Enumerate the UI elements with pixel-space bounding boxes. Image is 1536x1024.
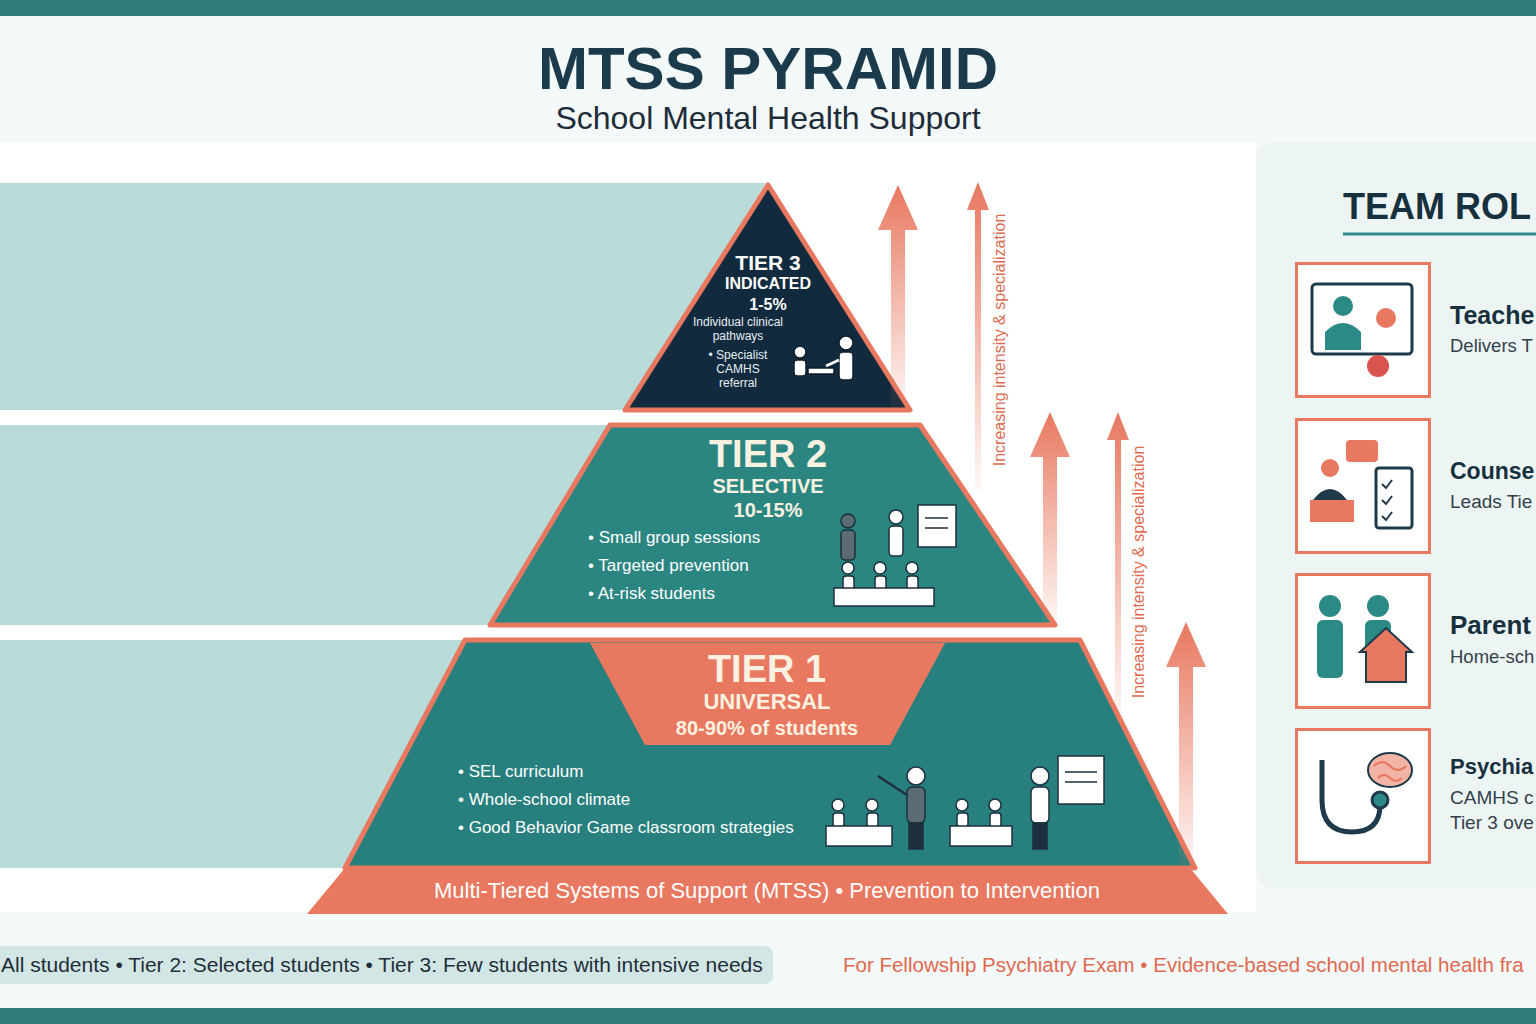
role-card: TeacheDelivers T [1295, 262, 1536, 398]
node-heading: Parent [1450, 611, 1531, 641]
node-text: UNIVERSAL [703, 689, 830, 714]
node-text: INDICATED [725, 275, 811, 293]
node-text: • At-risk students [588, 584, 715, 604]
arrow-label: Increasing intensity & specialization [1130, 446, 1148, 699]
node-text: Tier 3 ove [1450, 812, 1534, 834]
node-heading: Counse [1450, 458, 1534, 484]
tier1-trapezoid: TIER 1UNIVERSAL 80-90% of students • SEL c… [340, 636, 1200, 872]
team-panel: TeacheDelivers T CounseLeads TieParentHom… [1256, 142, 1536, 888]
role-card: PsychiaCAMHS c Tier 3 ove [1295, 728, 1536, 864]
node-text: • Specialist CAMHS referral [697, 349, 779, 390]
node-text: • Small group sessions [588, 528, 760, 548]
icon-frame [1295, 262, 1431, 398]
arrow-label: Increasing intensity & specialization [991, 214, 1009, 467]
content-panel [0, 142, 1256, 912]
node-heading: TIER 3 [735, 251, 800, 275]
up-arrow [1107, 412, 1129, 720]
subtitle: School Mental Health Support [555, 100, 980, 137]
node-text: SELECTIVE [712, 475, 823, 498]
node-text: • Targeted prevention [588, 556, 749, 576]
shape-fill [625, 185, 910, 410]
bottom-border [0, 1008, 1536, 1024]
node-heading: Psychia [1450, 754, 1533, 779]
base-band: Multi-Tiered Systems of Support (MTSS) •… [307, 868, 1228, 914]
tier3-triangle: TIER 3INDICATED 1-5% Individual clinical p… [618, 180, 918, 416]
node-text: 1-5% [749, 296, 786, 314]
role-card: CounseLeads Tie [1295, 418, 1536, 554]
node-heading: Multi-Tiered Systems of Support (MTSS) •… [434, 878, 1100, 903]
role-card: ParentHome-sch [1295, 573, 1536, 709]
page-title: MTSS PYRAMID [538, 34, 998, 103]
node-heading: TIER 2 [709, 433, 827, 477]
node-text: • Whole-school climate [458, 790, 630, 810]
node-text: 10-15% [734, 499, 803, 522]
icon-frame [1295, 573, 1431, 709]
top-border [0, 0, 1536, 16]
up-arrow [967, 182, 989, 490]
node-text: CAMHS c [1450, 787, 1533, 809]
node-heading: All students • Tier 2: Selected students… [1, 953, 763, 977]
node-heading: TEAM ROL [1343, 186, 1531, 227]
node-text: 80-90% of students [676, 717, 858, 740]
node-heading: TIER 1 [708, 648, 826, 692]
shape-fill [307, 868, 1228, 914]
tier2-trapezoid: TIER 2SELECTIVE10-15% • Small group sessi… [485, 420, 1060, 630]
icon-frame [1295, 418, 1431, 554]
shape-fill [490, 425, 1055, 625]
node-text: Individual clinical pathways [683, 316, 793, 344]
tier-summary-bar: All students • Tier 2: Selected students… [0, 946, 773, 984]
node-heading: • SEL curriculum [458, 762, 583, 782]
footer-note: For Fellowship Psychiatry Exam • Evidenc… [843, 953, 1524, 977]
node-text: Delivers T [1450, 335, 1533, 356]
node-text: Leads Tie [1450, 491, 1532, 513]
shape-fill [590, 643, 945, 745]
node-text: Home-sch [1450, 646, 1534, 667]
node-heading: Teache [1450, 301, 1534, 330]
icon-frame [1295, 728, 1431, 864]
node-text: • Good Behavior Game classroom strategie… [458, 818, 794, 838]
tier1-banner: TIER 1UNIVERSAL 80-90% of students [590, 643, 945, 747]
shape-fill [345, 640, 1195, 868]
